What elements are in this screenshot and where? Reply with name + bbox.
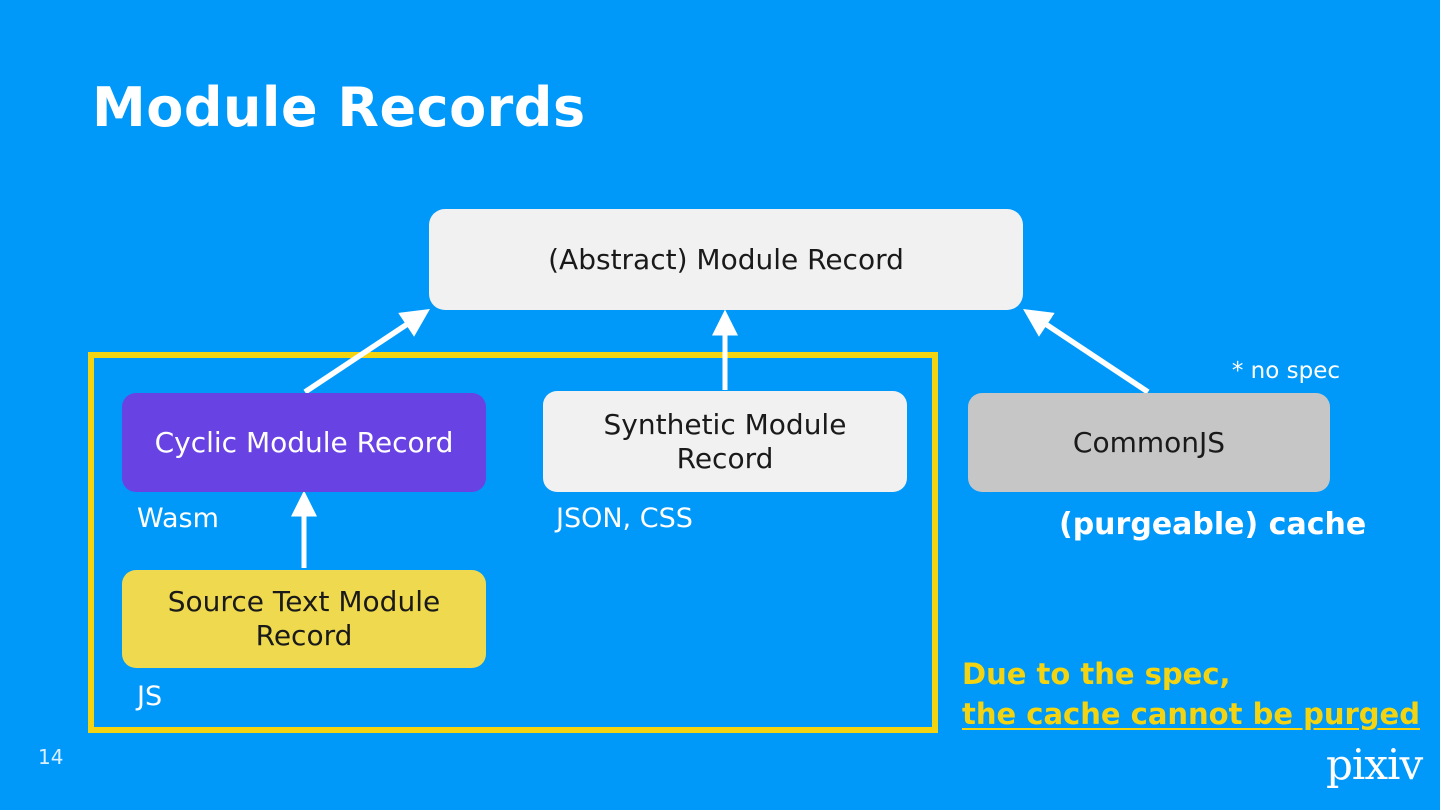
page-number: 14 bbox=[38, 745, 64, 769]
page-title: Module Records bbox=[92, 76, 586, 139]
node-source-text-module-record[interactable]: Source Text Module Record bbox=[122, 570, 486, 668]
caption-js: JS bbox=[137, 681, 163, 712]
caption-wasm: Wasm bbox=[137, 503, 219, 534]
spec-group-frame bbox=[88, 352, 938, 733]
node-commonjs[interactable]: CommonJS bbox=[968, 393, 1330, 492]
pixiv-logo: pixiv bbox=[1326, 740, 1423, 789]
node-synthetic-module-record-label: Synthetic Module Record bbox=[603, 407, 847, 475]
node-cyclic-module-record[interactable]: Cyclic Module Record bbox=[122, 393, 486, 492]
annotation-spec-note-line2: the cache cannot be purged bbox=[962, 696, 1420, 731]
annotation-no-spec: * no spec bbox=[1231, 358, 1340, 384]
node-cyclic-module-record-label: Cyclic Module Record bbox=[154, 425, 454, 459]
caption-json-css: JSON, CSS bbox=[556, 503, 693, 534]
annotation-spec-note-line1: Due to the spec, bbox=[962, 657, 1231, 691]
arrow-commonjs-to-abstract bbox=[1023, 309, 1150, 395]
node-source-text-module-record-label: Source Text Module Record bbox=[167, 585, 441, 652]
caption-purgeable-cache: (purgeable) cache bbox=[1059, 507, 1367, 542]
node-abstract-module-record-label: (Abstract) Module Record bbox=[548, 242, 904, 276]
node-synthetic-module-record[interactable]: Synthetic Module Record bbox=[543, 391, 907, 492]
node-abstract-module-record[interactable]: (Abstract) Module Record bbox=[429, 209, 1023, 310]
annotation-spec-note: Due to the spec, the cache cannot be pur… bbox=[962, 655, 1420, 734]
node-commonjs-label: CommonJS bbox=[1072, 425, 1226, 459]
